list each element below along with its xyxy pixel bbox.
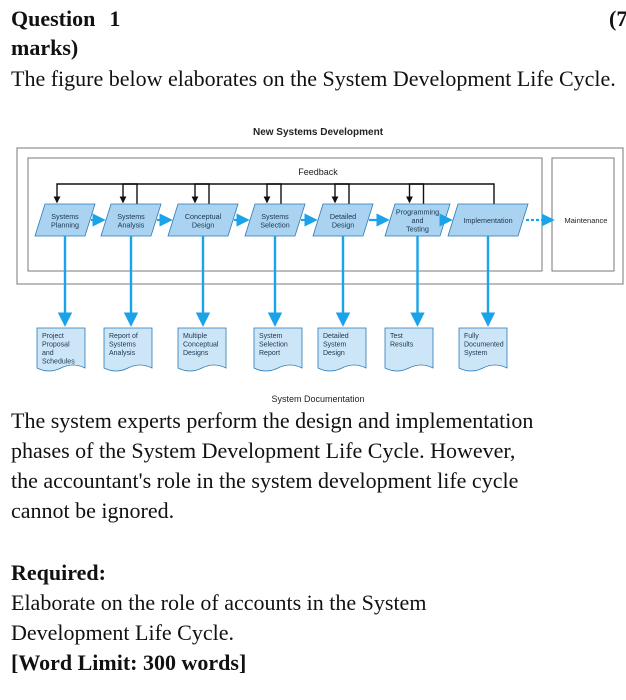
document-label: System <box>259 333 283 340</box>
document-label: and <box>42 350 54 357</box>
required-line: Elaborate on the role of accounts in the… <box>11 590 427 615</box>
document-label: Designs <box>183 350 209 357</box>
feedback-label: Feedback <box>298 167 338 177</box>
document-shape <box>36 327 86 372</box>
feedback-loop <box>191 183 282 204</box>
document-label: Results <box>390 342 414 349</box>
phase-shape <box>34 203 96 237</box>
phase-label: Programming <box>396 208 439 217</box>
document-label: Report <box>259 350 280 357</box>
feedback-loop <box>53 183 138 204</box>
body-line: The system experts perform the design an… <box>11 408 534 433</box>
document-shape <box>458 327 508 372</box>
document-label: Selection <box>259 342 288 349</box>
feedback-loop <box>331 183 425 204</box>
marks-close: marks) <box>11 35 79 60</box>
document-shape <box>384 327 434 372</box>
phase-label: Systems <box>117 212 145 221</box>
document-label: Schedules <box>42 359 75 366</box>
intro-text: The figure below elaborates on the Syste… <box>11 66 616 91</box>
phase-box: Implementation <box>447 203 529 237</box>
maintenance-label: Maintenance <box>565 216 608 225</box>
document-label: Conceptual <box>183 342 219 349</box>
phase-label: Selection <box>260 220 290 229</box>
figure-title: New Systems Development <box>252 127 384 138</box>
question-number: 1 <box>109 6 121 31</box>
phase-row: SystemsPlanningSystemsAnalysisConceptual… <box>34 203 555 237</box>
phase-label: Design <box>332 220 354 229</box>
feedback-loop <box>119 183 210 204</box>
phase-label: Design <box>192 220 214 229</box>
document-label: Test <box>390 333 403 340</box>
phase-label: Conceptual <box>185 212 222 221</box>
documentation-arrows <box>57 236 496 327</box>
document-label: Analysis <box>109 350 136 357</box>
required-text: Elaborate on the role of accounts in the… <box>11 588 623 678</box>
phase-label: Planning <box>51 220 79 229</box>
document-shape <box>177 327 227 372</box>
phase-label: and <box>412 216 424 225</box>
body-line: phases of the System Development Life Cy… <box>11 438 516 463</box>
question-heading: Question 1 (7 marks) <box>11 4 626 62</box>
document-label: Design <box>323 350 345 357</box>
required-line: Development Life Cycle. <box>11 620 234 645</box>
phase-label: Detailed <box>330 212 356 221</box>
document-label: System <box>323 342 347 349</box>
document-label: Proposal <box>42 342 70 349</box>
phase-label: Implementation <box>463 216 512 225</box>
body-line: cannot be ignored. <box>11 498 175 523</box>
document-label: Documented <box>464 342 504 349</box>
phase-label: Testing <box>406 225 429 234</box>
phase-label: Systems <box>51 212 79 221</box>
document-label: Systems <box>109 342 136 349</box>
body-line: the accountant's role in the system deve… <box>11 468 519 493</box>
required-heading: Required: <box>11 560 106 585</box>
document-shape <box>253 327 303 372</box>
document-label: Multiple <box>183 333 207 340</box>
feedback-loop <box>406 183 495 204</box>
maintenance-frame <box>551 157 615 272</box>
documentation-label: System Documentation <box>271 394 364 404</box>
marks-open: (7 <box>609 6 626 31</box>
document-label: Project <box>42 333 64 340</box>
document-label: Detailed <box>323 333 349 340</box>
document-shape <box>103 327 153 372</box>
document-label: Report of <box>109 333 138 340</box>
question-label: Question <box>11 6 96 31</box>
phase-label: Systems <box>261 212 289 221</box>
document-label: Fully <box>464 333 479 340</box>
sdlc-diagram: Feedback Maintenance System Documentatio… <box>16 147 624 404</box>
document-label: System <box>464 350 488 357</box>
document-shape <box>317 327 367 372</box>
body-text: The system experts perform the design an… <box>11 406 623 526</box>
word-limit: [Word Limit: 300 words] <box>11 650 247 675</box>
phase-label: Analysis <box>118 220 145 229</box>
feedback-loop <box>263 183 350 204</box>
feedback-loops <box>53 183 495 204</box>
outer-frame <box>16 147 624 285</box>
